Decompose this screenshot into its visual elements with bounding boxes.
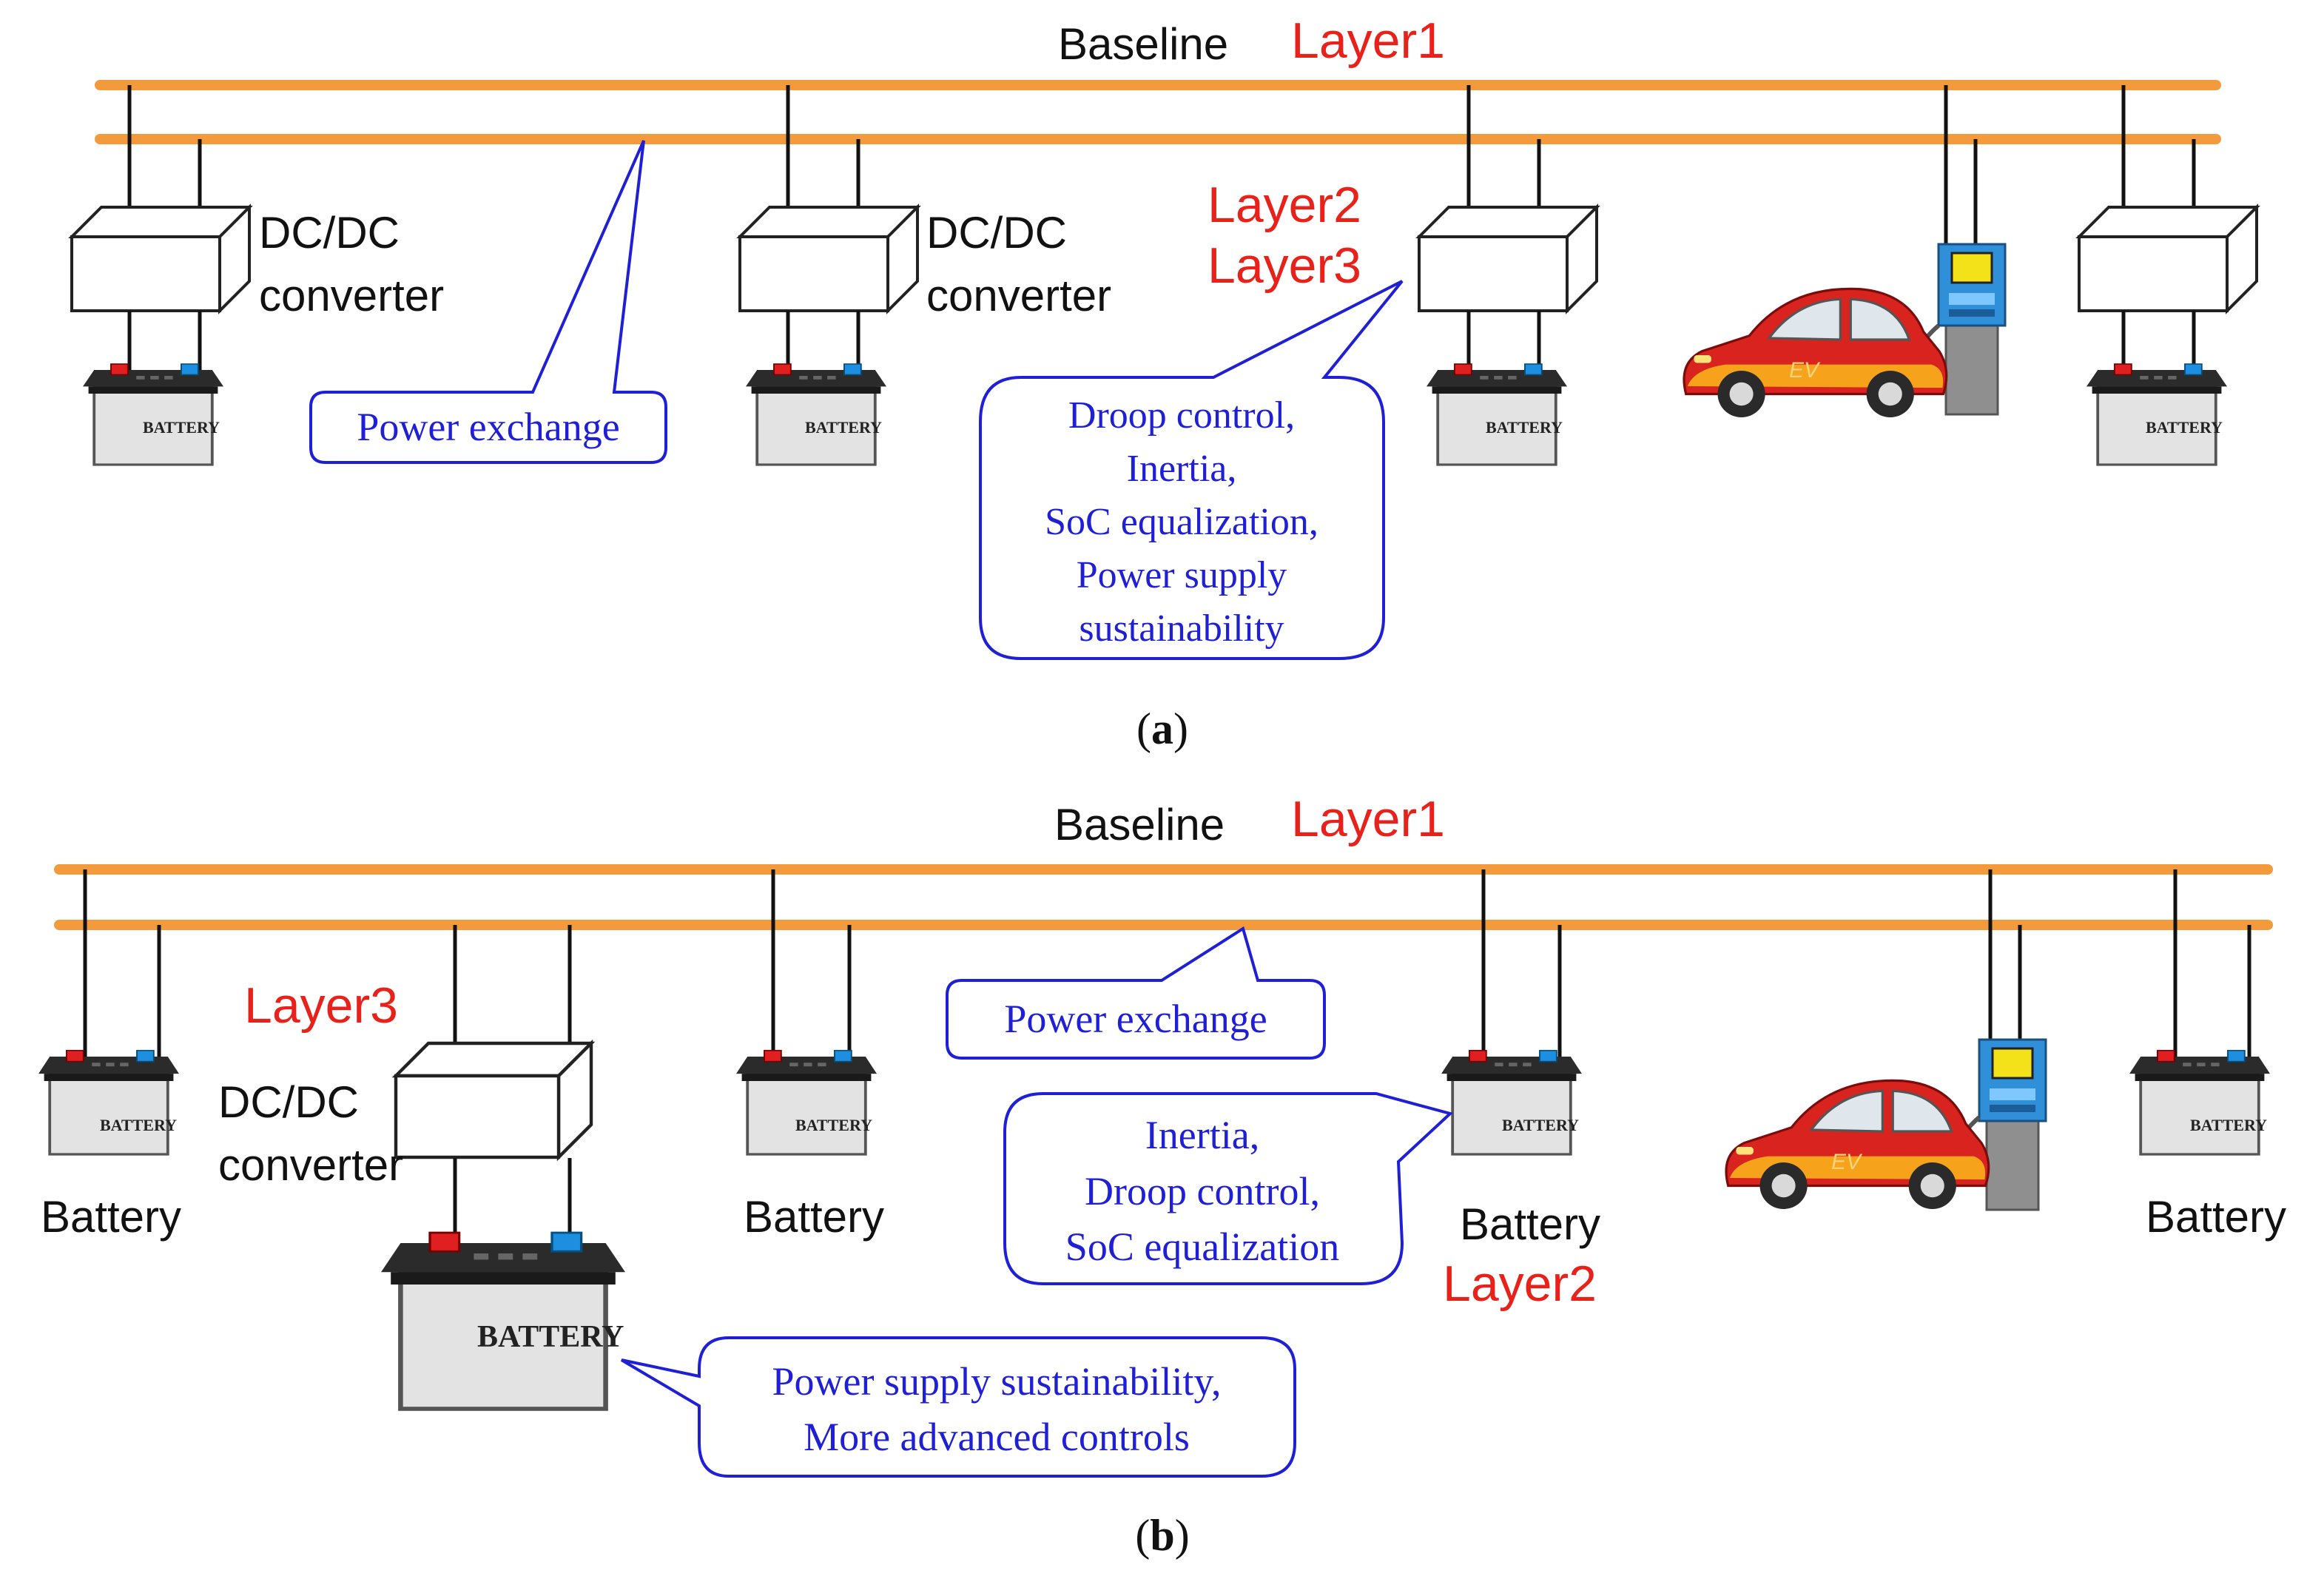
layer1-label-b: Layer1	[1291, 791, 1445, 847]
power-exchange-text: Power exchange	[1004, 997, 1267, 1041]
battery-label: Battery	[1460, 1199, 1600, 1249]
battery-label: Battery	[41, 1192, 181, 1242]
dc-dc-converter-icon	[2078, 206, 2258, 312]
layer2-label-b: Layer2	[1443, 1256, 1597, 1312]
ev-car-icon	[1725, 1079, 1990, 1211]
battery-icon	[735, 1048, 878, 1156]
node-1-b: BATTERY Battery	[37, 869, 181, 1242]
converter-label-b-line1: DC/DC	[218, 1077, 359, 1127]
control-line-3: SoC equalization,	[1045, 501, 1318, 543]
battery-text: BATTERY	[1502, 1116, 1579, 1134]
dc-dc-converter-icon	[738, 206, 919, 312]
node-3-a: BATTERY	[1418, 85, 1598, 466]
battery-text: BATTERY	[2190, 1116, 2267, 1134]
control-line-2: Inertia,	[1127, 448, 1237, 490]
power-exchange-callout-b: Power exchange	[946, 926, 1326, 1060]
control-line-4: Power supply	[1077, 554, 1287, 596]
battery-icon	[1425, 363, 1569, 466]
sustainability-line-2: More advanced controls	[804, 1415, 1190, 1459]
ev-charging-b: EV	[1725, 869, 2047, 1211]
battery-text: BATTERY	[795, 1116, 872, 1134]
converter-label-1-line2: converter	[259, 271, 444, 320]
battery-text: BATTERY	[805, 418, 882, 437]
ev-charging-a: EV	[1683, 85, 2007, 419]
inertia-line-3: SoC equalization	[1065, 1225, 1339, 1269]
battery-text: BATTERY	[2146, 418, 2223, 437]
battery-icon	[37, 1048, 181, 1156]
control-line-1: Droop control,	[1068, 394, 1295, 437]
charging-station-icon	[1978, 1038, 2047, 1211]
dc-dc-converter-icon	[70, 206, 251, 312]
baseline-label-a: Baseline	[1058, 19, 1228, 69]
caption-a: (a)	[1136, 704, 1188, 753]
layer1-label-a: Layer1	[1291, 13, 1445, 69]
ev-text: EV	[1789, 358, 1821, 383]
dc-dc-converter-icon	[396, 1043, 591, 1157]
battery-icon	[744, 363, 888, 466]
battery-icon	[2128, 1048, 2271, 1156]
control-line-5: sustainability	[1079, 607, 1284, 650]
panel-b: Baseline Layer1 BATTERY Battery Layer3 B…	[37, 791, 2286, 1560]
inertia-line-1: Inertia,	[1145, 1113, 1259, 1157]
node-2-b: Layer3 BATTERY DC/DC converter	[218, 925, 625, 1409]
converter-label-2-line1: DC/DC	[926, 208, 1067, 257]
converter-label-b-line2: converter	[218, 1140, 403, 1190]
power-exchange-callout-a: Power exchange	[309, 140, 667, 464]
battery-icon	[81, 363, 225, 466]
battery-label: Battery	[2146, 1192, 2286, 1242]
node-5-a: BATTERY	[2078, 85, 2258, 466]
battery-icon	[2085, 363, 2229, 466]
converter-label-1-line1: DC/DC	[259, 208, 400, 257]
panel-a: Baseline Layer1 BATTERY DC/DC converter …	[70, 13, 2258, 753]
power-exchange-text: Power exchange	[357, 405, 619, 449]
ev-car-icon	[1683, 287, 1948, 419]
dc-dc-converter-icon	[1418, 206, 1598, 312]
node-3-b: BATTERY Battery	[735, 869, 884, 1242]
inertia-callout-b: Inertia, Droop control, SoC equalization	[1003, 1092, 1454, 1285]
node-5-b: BATTERY Battery	[2128, 869, 2286, 1242]
battery-text: BATTERY	[100, 1116, 177, 1134]
ev-text: EV	[1831, 1150, 1863, 1174]
battery-text: BATTERY	[1486, 418, 1563, 437]
caption-b: (b)	[1135, 1511, 1189, 1560]
charging-station-icon	[1937, 243, 2007, 416]
node-4-b: BATTERY Battery Layer2	[1440, 869, 1600, 1312]
layer3-label-a: Layer3	[1208, 238, 1361, 294]
converter-label-2-line2: converter	[926, 271, 1111, 320]
layer2-label-a: Layer2	[1208, 177, 1361, 233]
battery-text: BATTERY	[477, 1320, 624, 1354]
control-callout-a: Droop control, Inertia, SoC equalization…	[979, 280, 1404, 660]
battery-label: Battery	[744, 1192, 884, 1242]
layer3-label-b: Layer3	[244, 977, 398, 1034]
sustainability-callout-b: Power supply sustainability, More advanc…	[620, 1336, 1296, 1478]
baseline-label-b: Baseline	[1054, 800, 1225, 849]
node-1-a: BATTERY	[70, 85, 251, 466]
battery-text: BATTERY	[143, 418, 220, 437]
sustainability-line-1: Power supply sustainability,	[772, 1359, 1222, 1404]
battery-icon	[1440, 1048, 1583, 1156]
inertia-line-2: Droop control,	[1085, 1169, 1320, 1213]
node-2-a: BATTERY	[738, 85, 919, 466]
